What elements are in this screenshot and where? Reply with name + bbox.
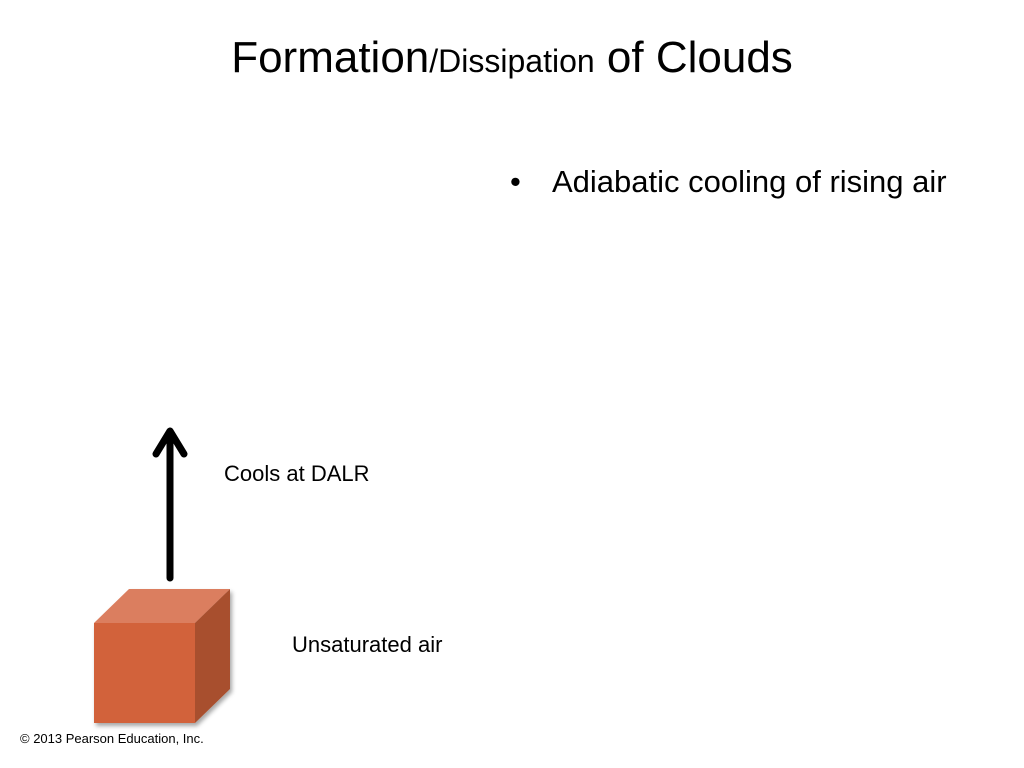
bullet-item: • Adiabatic cooling of rising air [510, 162, 980, 202]
rising-arrow [152, 427, 188, 582]
bullet-glyph: • [510, 164, 521, 199]
bullet-text: Adiabatic cooling of rising air [552, 164, 947, 199]
copyright-notice: © 2013 Pearson Education, Inc. [20, 731, 204, 746]
title-of-clouds: of Clouds [594, 33, 793, 82]
bullet-list: • Adiabatic cooling of rising air [510, 162, 980, 202]
parcel-label: Unsaturated air [292, 632, 443, 657]
title-formation: Formation [231, 33, 430, 82]
title-dissipation: /Dissipation [429, 43, 595, 79]
arrow-head-icon [152, 427, 188, 458]
air-parcel-cube [94, 589, 230, 723]
cube-top-face [94, 589, 230, 623]
arrow-label: Cools at DALR [224, 461, 370, 486]
cube-side-face [195, 589, 230, 723]
cube-front-face [94, 623, 195, 723]
slide-title: Formation/Dissipation of Clouds [0, 30, 1024, 89]
